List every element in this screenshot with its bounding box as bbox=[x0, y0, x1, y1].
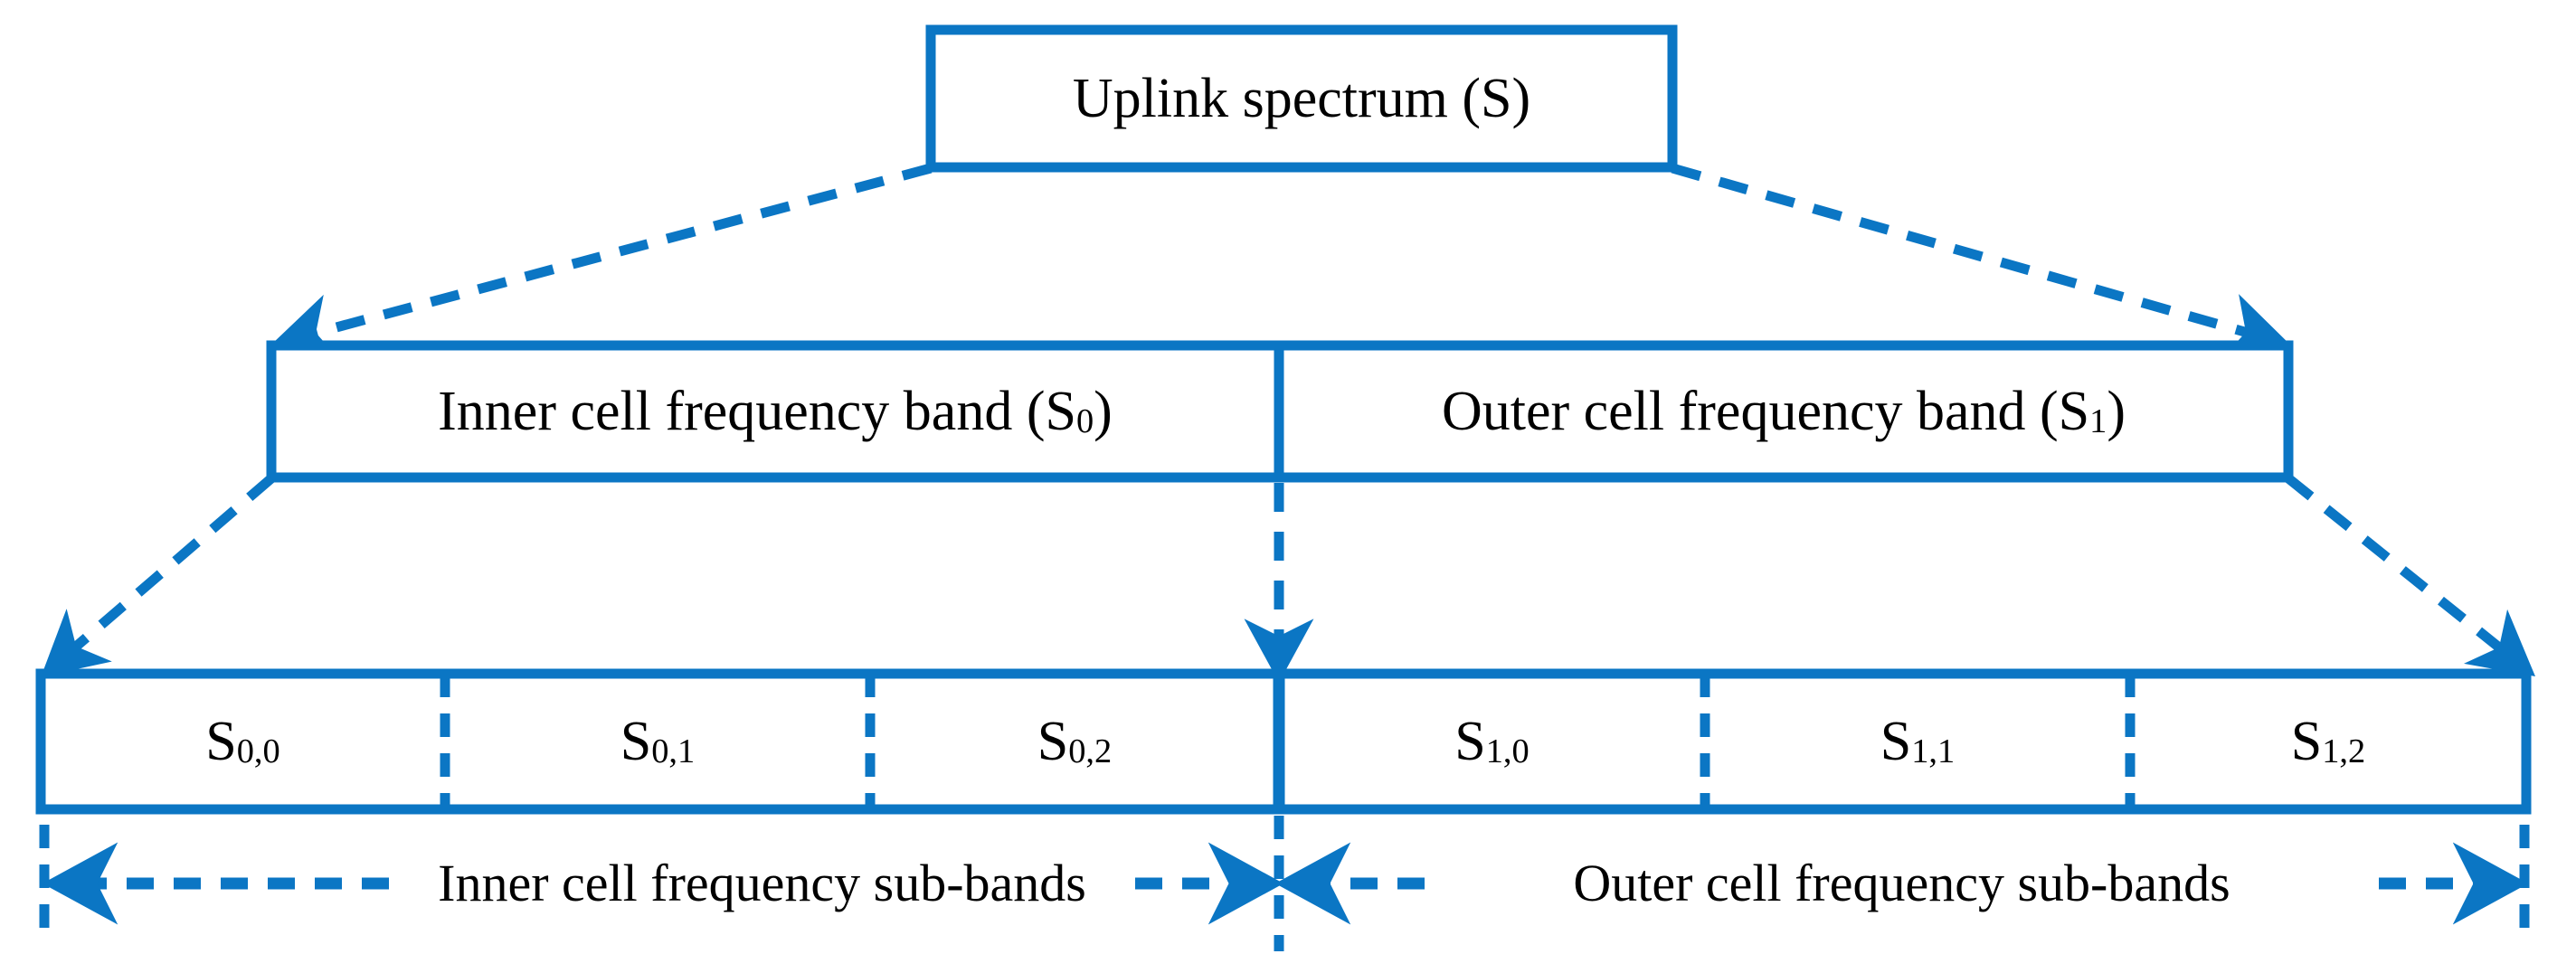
outer-subbands-caption-text: Outer cell frequency sub-bands bbox=[1560, 852, 2243, 913]
outer-cell-band-text-suffix: ) bbox=[2107, 380, 2126, 442]
subband-s11-text: S bbox=[1880, 710, 1912, 772]
inner-cell-band-text: Inner cell frequency band (S bbox=[438, 380, 1076, 442]
inner-cell-band-text-suffix: ) bbox=[1094, 380, 1113, 442]
subband-s01-text: S bbox=[620, 710, 652, 772]
connector-outer-to-subbands bbox=[2285, 474, 2536, 677]
outer-cell-band-box bbox=[1274, 340, 2294, 483]
connector-inner-to-subbands bbox=[41, 474, 275, 677]
subband-s10-subscript: 1,0 bbox=[1485, 732, 1530, 770]
inner-cell-band-box bbox=[266, 340, 1284, 483]
subband-s00-text: S bbox=[205, 710, 237, 772]
subband-s12-text: S bbox=[2290, 710, 2323, 772]
subband-s11-subscript: 1,1 bbox=[1911, 732, 1956, 770]
subband-s01-subscript: 0,1 bbox=[651, 732, 696, 770]
uplink-spectrum-text: Uplink spectrum (S bbox=[1072, 67, 1512, 129]
subband-s00-subscript: 0,0 bbox=[236, 732, 280, 770]
inner-subbands-caption-text: Inner cell frequency sub-bands bbox=[425, 852, 1099, 913]
connector-uplink-to-outer bbox=[1671, 163, 2291, 362]
uplink-spectrum-box bbox=[925, 24, 1678, 173]
subband-s02-subscript: 0,2 bbox=[1068, 732, 1113, 770]
subband-s02-text: S bbox=[1037, 710, 1069, 772]
outer-subbands-caption: Outer cell frequency sub-bands bbox=[1425, 825, 2379, 940]
connector-uplink-to-inner bbox=[270, 163, 933, 363]
inner-cell-band-subscript: 0 bbox=[1075, 401, 1094, 440]
outer-cell-band-text: Outer cell frequency band (S bbox=[1441, 380, 2090, 442]
uplink-spectrum-label: Uplink spectrum (S) bbox=[931, 30, 1672, 167]
inner-subbands-caption: Inner cell frequency sub-bands bbox=[389, 825, 1135, 940]
subband-s12-subscript: 1,2 bbox=[2322, 732, 2366, 770]
uplink-spectrum-text-suffix: ) bbox=[1511, 67, 1531, 129]
subband-s10-text: S bbox=[1454, 710, 1486, 772]
outer-cell-band-subscript: 1 bbox=[2089, 401, 2107, 440]
